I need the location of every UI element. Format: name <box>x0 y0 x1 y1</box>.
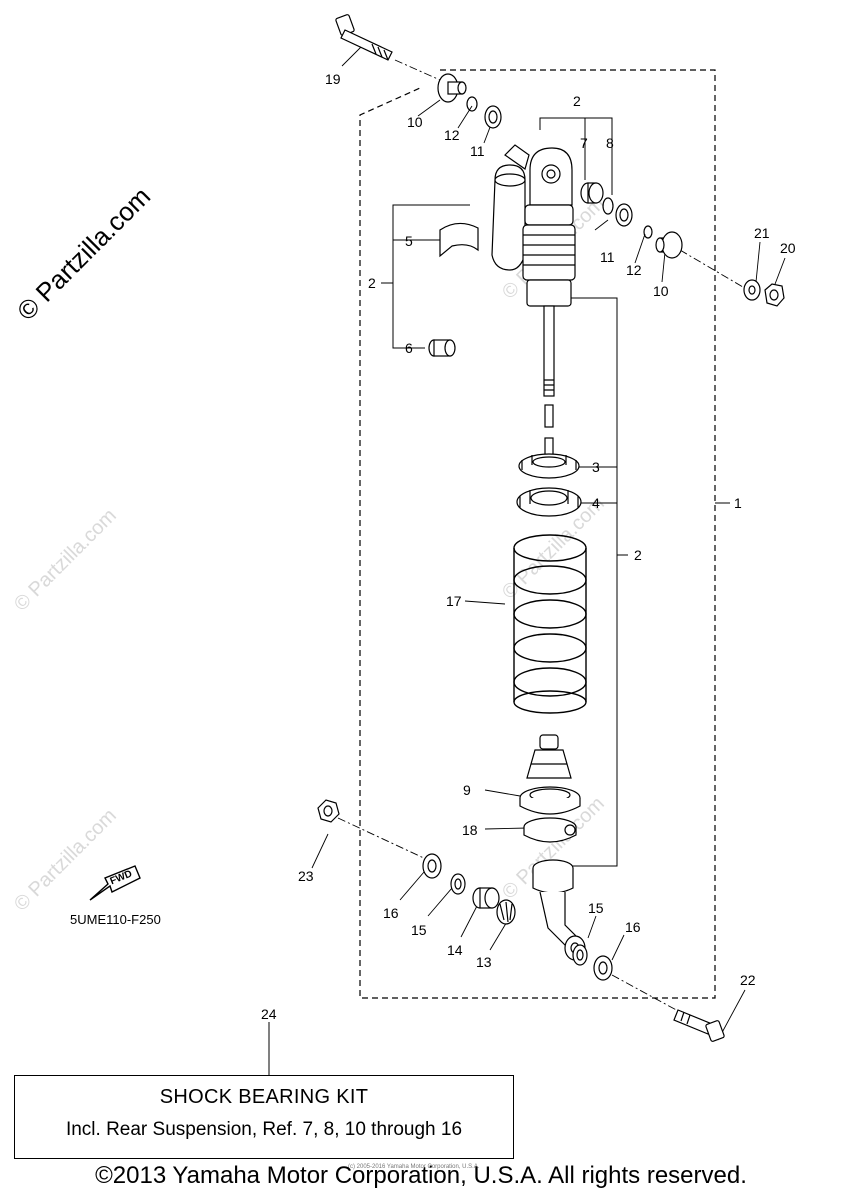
callout-4: 4 <box>592 495 600 511</box>
band-clip-5[interactable] <box>439 222 479 258</box>
shock-bearing-kit-box: SHOCK BEARING KIT Incl. Rear Suspension,… <box>14 1075 514 1159</box>
ring-8[interactable] <box>602 197 614 215</box>
callout-16: 16 <box>383 905 399 921</box>
nut-23[interactable] <box>317 799 340 823</box>
callout-22: 22 <box>740 972 756 988</box>
collar-10-top[interactable] <box>437 73 467 103</box>
watermark: © Partzilla.com <box>10 505 121 616</box>
collar-16-right[interactable] <box>593 955 613 981</box>
spring-17[interactable] <box>513 534 587 714</box>
seal-15-right[interactable] <box>572 944 588 966</box>
seal-15-left[interactable] <box>450 873 466 895</box>
ring-12-right[interactable] <box>643 225 653 239</box>
callout-19: 19 <box>325 71 341 87</box>
fwd-arrow-icon: FWD <box>89 865 141 901</box>
callout-5: 5 <box>405 233 413 249</box>
callout-14: 14 <box>447 942 463 958</box>
assembly-boundary <box>359 69 716 999</box>
callout-18: 18 <box>462 822 478 838</box>
ring-12-top[interactable] <box>466 96 478 112</box>
callout-6: 6 <box>405 340 413 356</box>
fine-print: (c) 2005-2016 Yamaha Motor Corporation, … <box>348 1164 480 1170</box>
bearing-11-right[interactable] <box>615 203 633 227</box>
callout-15: 15 <box>588 900 604 916</box>
reference-code: 5UME110-F250 <box>70 912 161 927</box>
callout-11: 11 <box>470 143 485 159</box>
washer-21[interactable] <box>743 279 761 301</box>
callout-11: 11 <box>600 249 615 265</box>
callout-7: 7 <box>580 135 588 151</box>
watermark-large: © Partzilla.com <box>11 181 156 326</box>
collar-7[interactable] <box>580 182 604 204</box>
callout-2: 2 <box>368 275 376 291</box>
callout-1: 1 <box>734 495 742 511</box>
spring-seat-9[interactable] <box>519 786 581 815</box>
axis-lines <box>337 59 749 1013</box>
callout-15: 15 <box>411 922 427 938</box>
callout-2: 2 <box>634 547 642 563</box>
bump-stop[interactable] <box>526 734 572 779</box>
callout-3: 3 <box>592 459 600 475</box>
callout-20: 20 <box>780 240 796 256</box>
copyright-notice: ©2013 Yamaha Motor Corporation, U.S.A. A… <box>95 1162 747 1189</box>
nut-20[interactable] <box>764 283 785 307</box>
fitting-6[interactable] <box>428 339 456 357</box>
bolt-19[interactable] <box>335 14 393 61</box>
callout-2: 2 <box>573 93 581 109</box>
kit-title: SHOCK BEARING KIT <box>159 1086 369 1108</box>
callout-12: 12 <box>626 262 642 278</box>
collar-10-right[interactable] <box>655 231 683 259</box>
lower-clevis[interactable] <box>532 859 586 961</box>
spring-guide-18[interactable] <box>523 817 577 843</box>
adjuster-3[interactable] <box>518 453 580 479</box>
bolt-22[interactable] <box>673 1009 725 1042</box>
callout-17: 17 <box>446 593 462 609</box>
callout-10: 10 <box>653 283 669 299</box>
collar-14[interactable] <box>472 887 500 909</box>
shock-reservoir[interactable] <box>491 144 530 271</box>
watermark: © Partzilla.com <box>10 805 121 916</box>
shock-body[interactable] <box>522 147 576 461</box>
callout-13: 13 <box>476 954 492 970</box>
callout-12: 12 <box>444 127 460 143</box>
callout-9: 9 <box>463 782 471 798</box>
callout-23: 23 <box>298 868 314 884</box>
bearing-13[interactable] <box>496 899 516 925</box>
callout-21: 21 <box>754 225 770 241</box>
callout-8: 8 <box>606 135 614 151</box>
callout-10: 10 <box>407 114 423 130</box>
callout-24: 24 <box>261 1006 277 1022</box>
bearing-11-top[interactable] <box>484 105 502 129</box>
callout-16: 16 <box>625 919 641 935</box>
kit-description: Incl. Rear Suspension, Ref. 7, 8, 10 thr… <box>65 1119 463 1140</box>
collar-16-left[interactable] <box>422 853 442 879</box>
locknut-4[interactable] <box>516 487 582 517</box>
